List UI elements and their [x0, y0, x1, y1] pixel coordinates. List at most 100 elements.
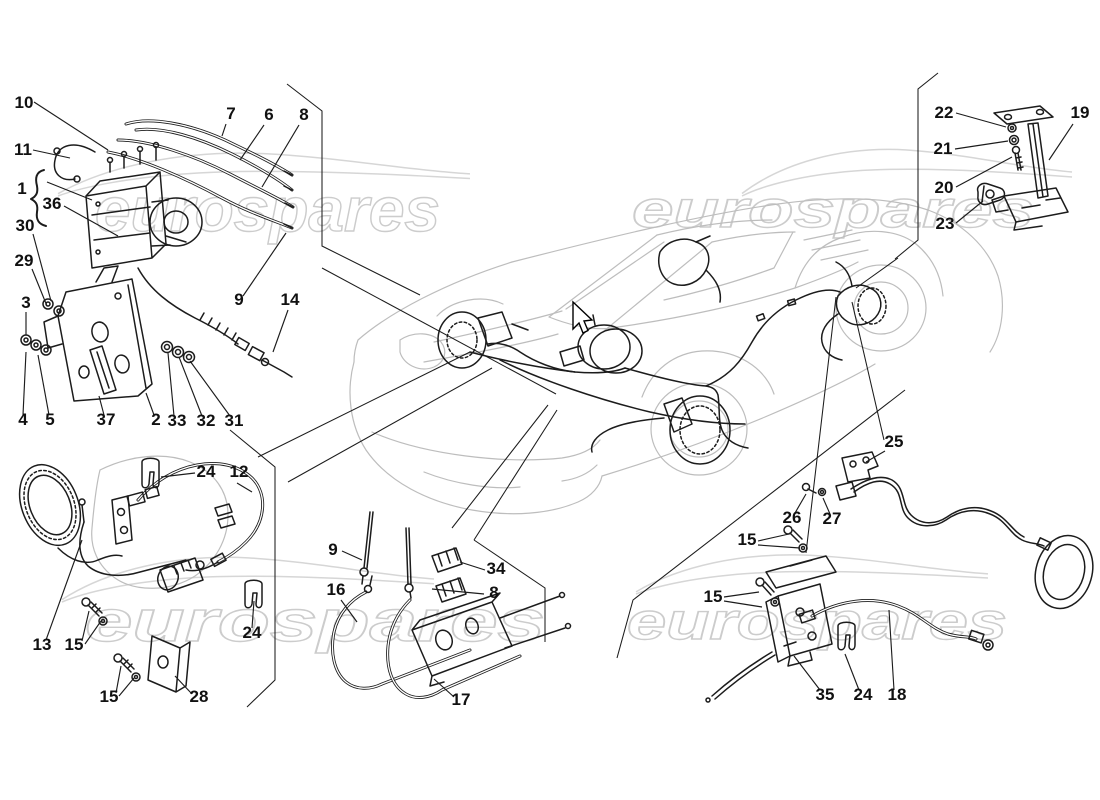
part-label-13: 13	[33, 635, 52, 654]
leader-line-28	[174, 675, 193, 695]
part-label-9: 9	[328, 540, 337, 559]
leader-line-15	[81, 610, 90, 642]
part-label-23: 23	[936, 214, 955, 233]
leader-line-9	[341, 550, 363, 561]
part-label-27: 27	[823, 509, 842, 528]
leader-line-5	[37, 354, 50, 416]
leader-line-31	[189, 360, 231, 417]
part-label-35: 35	[816, 685, 835, 704]
leader-line-15	[757, 544, 801, 549]
car-brake-system	[437, 235, 887, 465]
part-label-16: 16	[327, 580, 346, 599]
part-label-6: 6	[264, 105, 273, 124]
part-label-8: 8	[489, 583, 498, 602]
ghost-car-outline	[91, 198, 1003, 589]
part-label-36: 36	[43, 194, 62, 213]
part-label-15: 15	[738, 530, 757, 549]
support-bracket-section	[976, 105, 1069, 231]
part-label-24: 24	[197, 462, 216, 481]
leader-line-35	[793, 655, 821, 691]
leader-line-24	[251, 600, 255, 629]
part-label-1: 1	[17, 179, 26, 198]
leader-line-25	[865, 450, 886, 463]
leader-line-16	[340, 599, 358, 623]
part-label-22: 22	[935, 103, 954, 122]
leader-line-18	[888, 609, 895, 691]
leader-line-13	[45, 539, 83, 641]
part-label-10: 10	[15, 93, 34, 112]
leader-line-15	[118, 677, 135, 697]
leader-line-9	[242, 232, 287, 297]
part-label-7: 7	[226, 104, 235, 123]
part-label-25: 25	[885, 432, 904, 451]
leader-line-14	[272, 309, 289, 353]
part-label-18: 18	[888, 685, 907, 704]
leader-line-22	[955, 112, 1007, 128]
leader-line-33	[167, 352, 175, 417]
leader-line-21	[954, 140, 1009, 150]
watermark-text-2: eurospares	[85, 589, 545, 654]
part-label-24: 24	[243, 623, 262, 642]
leader-line-15	[115, 665, 122, 694]
leader-line-15	[723, 600, 763, 608]
leader-line-20	[955, 156, 1013, 188]
leader-line-4	[22, 351, 27, 416]
front-hose-section	[18, 457, 265, 693]
watermark-swoosh	[741, 148, 1073, 197]
part-label-33: 33	[168, 411, 187, 430]
leader-line-15	[84, 620, 102, 645]
part-label-34: 34	[487, 559, 506, 578]
watermark-text-0: eurospares	[95, 176, 440, 245]
abs-unit-section	[20, 119, 295, 402]
part-label-5: 5	[45, 410, 54, 429]
part-label-15: 15	[100, 687, 119, 706]
leader-line-1	[46, 181, 93, 201]
leader-line-32	[178, 356, 203, 417]
part-label-17: 17	[452, 690, 471, 709]
leader-line-15	[757, 533, 790, 542]
brace-1-36	[30, 169, 47, 227]
part-label-3: 3	[21, 293, 30, 312]
part-label-8: 8	[299, 105, 308, 124]
part-label-12: 12	[230, 462, 249, 481]
brake-pipes-section	[331, 511, 572, 699]
leader-line-37	[98, 395, 105, 416]
part-label-15: 15	[704, 587, 723, 606]
watermark-text-1: eurospares	[632, 181, 1034, 239]
part-label-19: 19	[1071, 103, 1090, 122]
part-label-21: 21	[934, 139, 953, 158]
part-label-26: 26	[783, 508, 802, 527]
part-label-29: 29	[15, 251, 34, 270]
leader-line-24	[844, 653, 860, 691]
part-label-9: 9	[234, 290, 243, 309]
leader-line-27	[822, 497, 831, 515]
leader-line-11	[32, 149, 71, 159]
watermark-swoosh	[61, 556, 435, 603]
leader-line-10	[33, 101, 109, 151]
leader-line-30	[32, 233, 52, 302]
part-label-11: 11	[14, 140, 32, 159]
leader-line-15	[723, 591, 760, 598]
leader-line-36	[63, 205, 119, 237]
part-label-30: 30	[16, 216, 35, 235]
leader-line-12	[236, 482, 253, 493]
leader-line-6	[239, 124, 265, 161]
part-label-24: 24	[854, 685, 873, 704]
leader-line-7	[221, 123, 227, 137]
leader-line-34	[459, 561, 486, 571]
leader-line-17	[433, 678, 455, 698]
part-label-31: 31	[225, 411, 244, 430]
part-label-2: 2	[151, 410, 160, 429]
section-frames	[229, 72, 939, 708]
part-label-28: 28	[190, 687, 209, 706]
leader-line-23	[955, 200, 984, 224]
leader-line-8	[431, 588, 485, 595]
part-label-4: 4	[18, 410, 28, 429]
mouse-cursor	[572, 300, 594, 334]
part-label-14: 14	[281, 290, 300, 309]
leader-line-26	[794, 493, 807, 514]
